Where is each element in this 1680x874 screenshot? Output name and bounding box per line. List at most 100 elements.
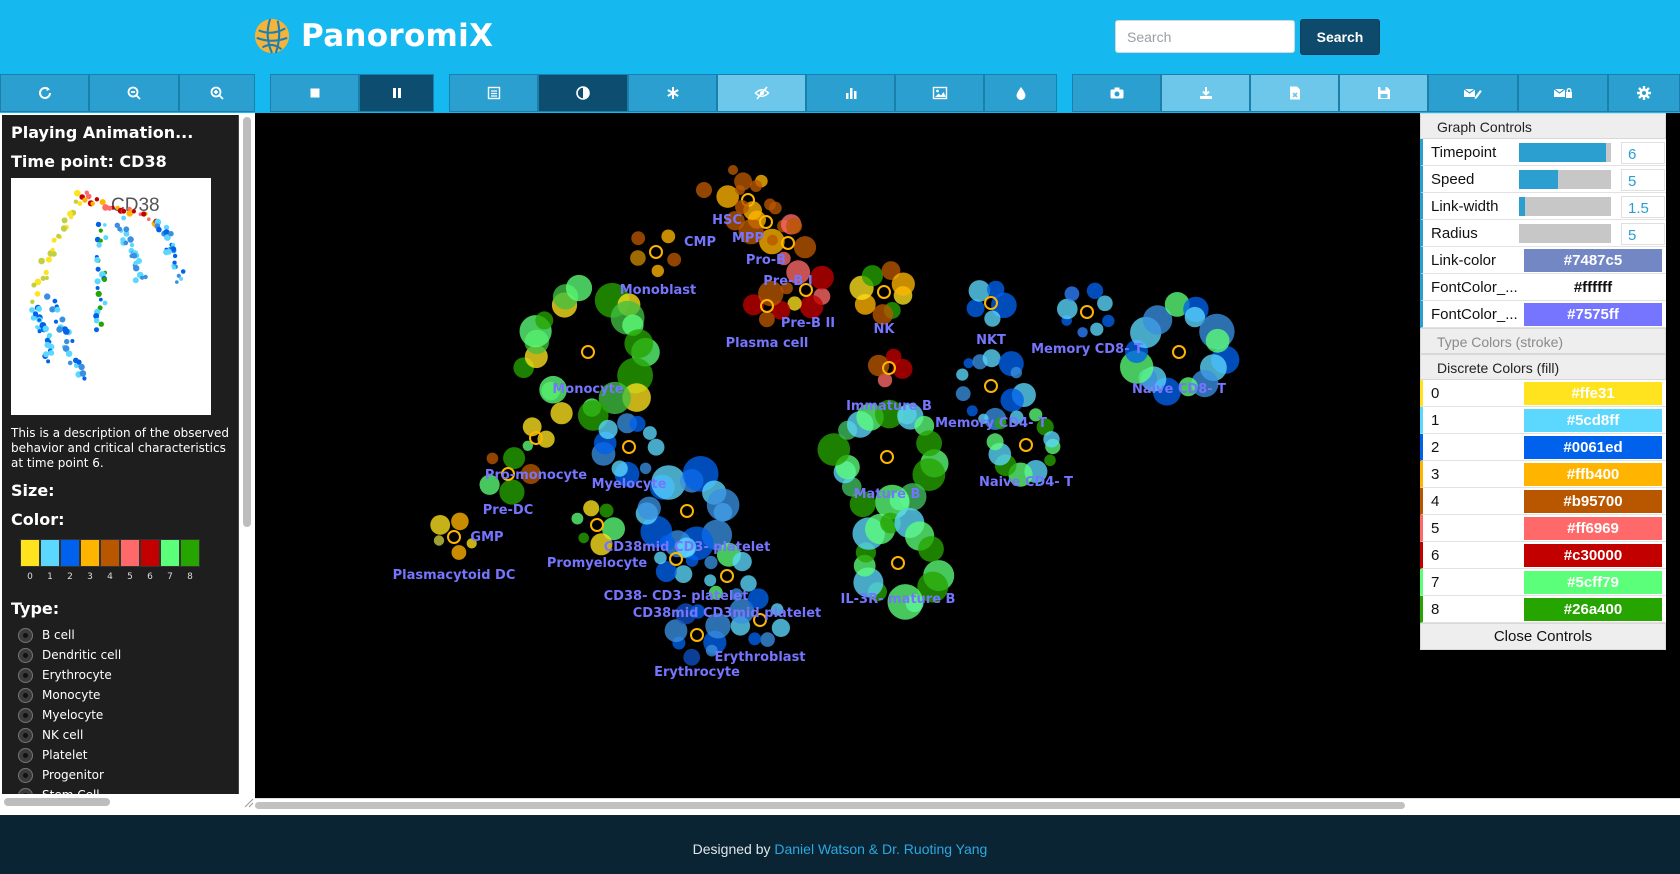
- cluster-node[interactable]: [882, 361, 896, 375]
- cell-bubble[interactable]: [503, 447, 526, 470]
- cell-bubble[interactable]: [892, 358, 913, 379]
- cell-bubble[interactable]: [661, 229, 676, 244]
- discrete-color-picker[interactable]: #5cd8ff: [1524, 409, 1662, 432]
- cell-bubble[interactable]: [598, 419, 618, 440]
- cell-bubble[interactable]: [654, 551, 667, 565]
- cell-bubble[interactable]: [696, 182, 712, 198]
- cell-bubble[interactable]: [599, 503, 614, 518]
- cell-bubble[interactable]: [887, 584, 924, 620]
- hide-labels-button[interactable]: [717, 74, 806, 112]
- cell-bubble[interactable]: [956, 368, 969, 381]
- type-legend-item[interactable]: Stem Cell: [18, 785, 121, 794]
- image-button[interactable]: [895, 74, 984, 112]
- cell-bubble[interactable]: [1064, 286, 1080, 302]
- cell-bubble[interactable]: [1191, 370, 1219, 398]
- cell-bubble[interactable]: [978, 413, 989, 424]
- cell-bubble[interactable]: [1029, 408, 1043, 422]
- cell-bubble[interactable]: [916, 430, 942, 457]
- cluster-node[interactable]: [690, 628, 704, 642]
- font-color-picker-2[interactable]: #7575ff: [1524, 303, 1662, 326]
- discrete-color-picker[interactable]: #5cff79: [1524, 571, 1662, 594]
- cell-bubble[interactable]: [1097, 295, 1113, 312]
- cell-bubble[interactable]: [499, 479, 525, 505]
- cell-bubble[interactable]: [777, 251, 791, 266]
- slider-track[interactable]: [1519, 224, 1611, 243]
- cell-bubble[interactable]: [643, 426, 657, 440]
- mail-edit-button[interactable]: [1428, 74, 1518, 112]
- cluster-node[interactable]: [984, 296, 998, 310]
- mail-lock-button[interactable]: [1518, 74, 1608, 112]
- cell-bubble[interactable]: [706, 488, 740, 522]
- cell-bubble[interactable]: [735, 185, 745, 195]
- cell-bubble[interactable]: [708, 585, 723, 600]
- cell-bubble[interactable]: [637, 496, 661, 520]
- cell-bubble[interactable]: [674, 565, 693, 583]
- cell-bubble[interactable]: [1205, 328, 1230, 353]
- zoom-in-button[interactable]: [179, 74, 255, 112]
- cell-bubble[interactable]: [771, 618, 791, 638]
- cell-bubble[interactable]: [918, 536, 944, 562]
- cell-bubble[interactable]: [1090, 322, 1104, 336]
- cell-bubble[interactable]: [917, 571, 949, 603]
- cell-bubble[interactable]: [479, 474, 500, 495]
- cell-bubble[interactable]: [1184, 306, 1206, 328]
- slider-track[interactable]: [1519, 197, 1611, 216]
- cell-bubble[interactable]: [987, 280, 1005, 299]
- tint-button[interactable]: [984, 74, 1057, 112]
- type-legend-item[interactable]: Monocyte: [18, 685, 121, 705]
- cell-bubble[interactable]: [622, 383, 651, 412]
- cell-bubble[interactable]: [748, 632, 762, 646]
- cell-bubble[interactable]: [629, 415, 646, 432]
- cell-bubble[interactable]: [986, 433, 1004, 451]
- cell-bubble[interactable]: [799, 295, 824, 319]
- discrete-color-picker[interactable]: #ffe31: [1524, 382, 1662, 405]
- cell-bubble[interactable]: [748, 588, 769, 609]
- cluster-node[interactable]: [590, 518, 604, 532]
- graph-controls-title[interactable]: Graph Controls: [1420, 113, 1666, 139]
- cluster-node[interactable]: [622, 440, 636, 454]
- discrete-color-picker[interactable]: #ffb400: [1524, 463, 1662, 486]
- cell-bubble[interactable]: [535, 311, 554, 330]
- type-legend-item[interactable]: B cell: [18, 625, 121, 645]
- cluster-node[interactable]: [581, 345, 595, 359]
- discrete-color-picker[interactable]: #ff6969: [1524, 517, 1662, 540]
- cell-bubble[interactable]: [602, 517, 625, 541]
- cell-bubble[interactable]: [651, 465, 686, 500]
- slider-value-input[interactable]: 5: [1621, 223, 1665, 245]
- cell-bubble[interactable]: [577, 400, 609, 431]
- cell-bubble[interactable]: [667, 252, 682, 267]
- cell-bubble[interactable]: [750, 180, 762, 192]
- cell-bubble[interactable]: [891, 272, 915, 296]
- cluster-node[interactable]: [877, 285, 891, 299]
- search-input[interactable]: [1115, 20, 1295, 53]
- footer-authors-link[interactable]: Daniel Watson & Dr. Ruoting Yang: [774, 841, 988, 857]
- cell-bubble[interactable]: [877, 372, 893, 388]
- cluster-node[interactable]: [799, 283, 813, 297]
- cluster-node[interactable]: [1080, 305, 1094, 319]
- refresh-button[interactable]: [0, 74, 89, 112]
- cell-bubble[interactable]: [881, 261, 901, 280]
- cell-bubble[interactable]: [886, 348, 902, 365]
- search-button[interactable]: Search: [1300, 19, 1380, 55]
- cell-bubble[interactable]: [486, 452, 499, 465]
- cell-bubble[interactable]: [565, 274, 593, 302]
- bar-chart-button[interactable]: [806, 74, 895, 112]
- file-remove-button[interactable]: [1250, 74, 1339, 112]
- cell-bubble[interactable]: [729, 598, 755, 624]
- slider-value-input[interactable]: 5: [1621, 169, 1665, 191]
- cell-bubble[interactable]: [740, 575, 757, 592]
- cell-bubble[interactable]: [611, 460, 628, 477]
- camera-button[interactable]: [1072, 74, 1161, 112]
- cell-bubble[interactable]: [759, 311, 775, 328]
- download-button[interactable]: [1161, 74, 1250, 112]
- cell-bubble[interactable]: [1000, 388, 1024, 412]
- cell-bubble[interactable]: [725, 211, 745, 231]
- cluster-node[interactable]: [891, 556, 905, 570]
- cell-bubble[interactable]: [466, 538, 477, 549]
- cluster-node[interactable]: [649, 245, 663, 259]
- cell-bubble[interactable]: [685, 554, 699, 567]
- cell-bubble[interactable]: [963, 358, 974, 369]
- cell-bubble[interactable]: [984, 310, 1001, 327]
- type-legend-item[interactable]: Dendritic cell: [18, 645, 121, 665]
- cell-bubble[interactable]: [664, 619, 688, 643]
